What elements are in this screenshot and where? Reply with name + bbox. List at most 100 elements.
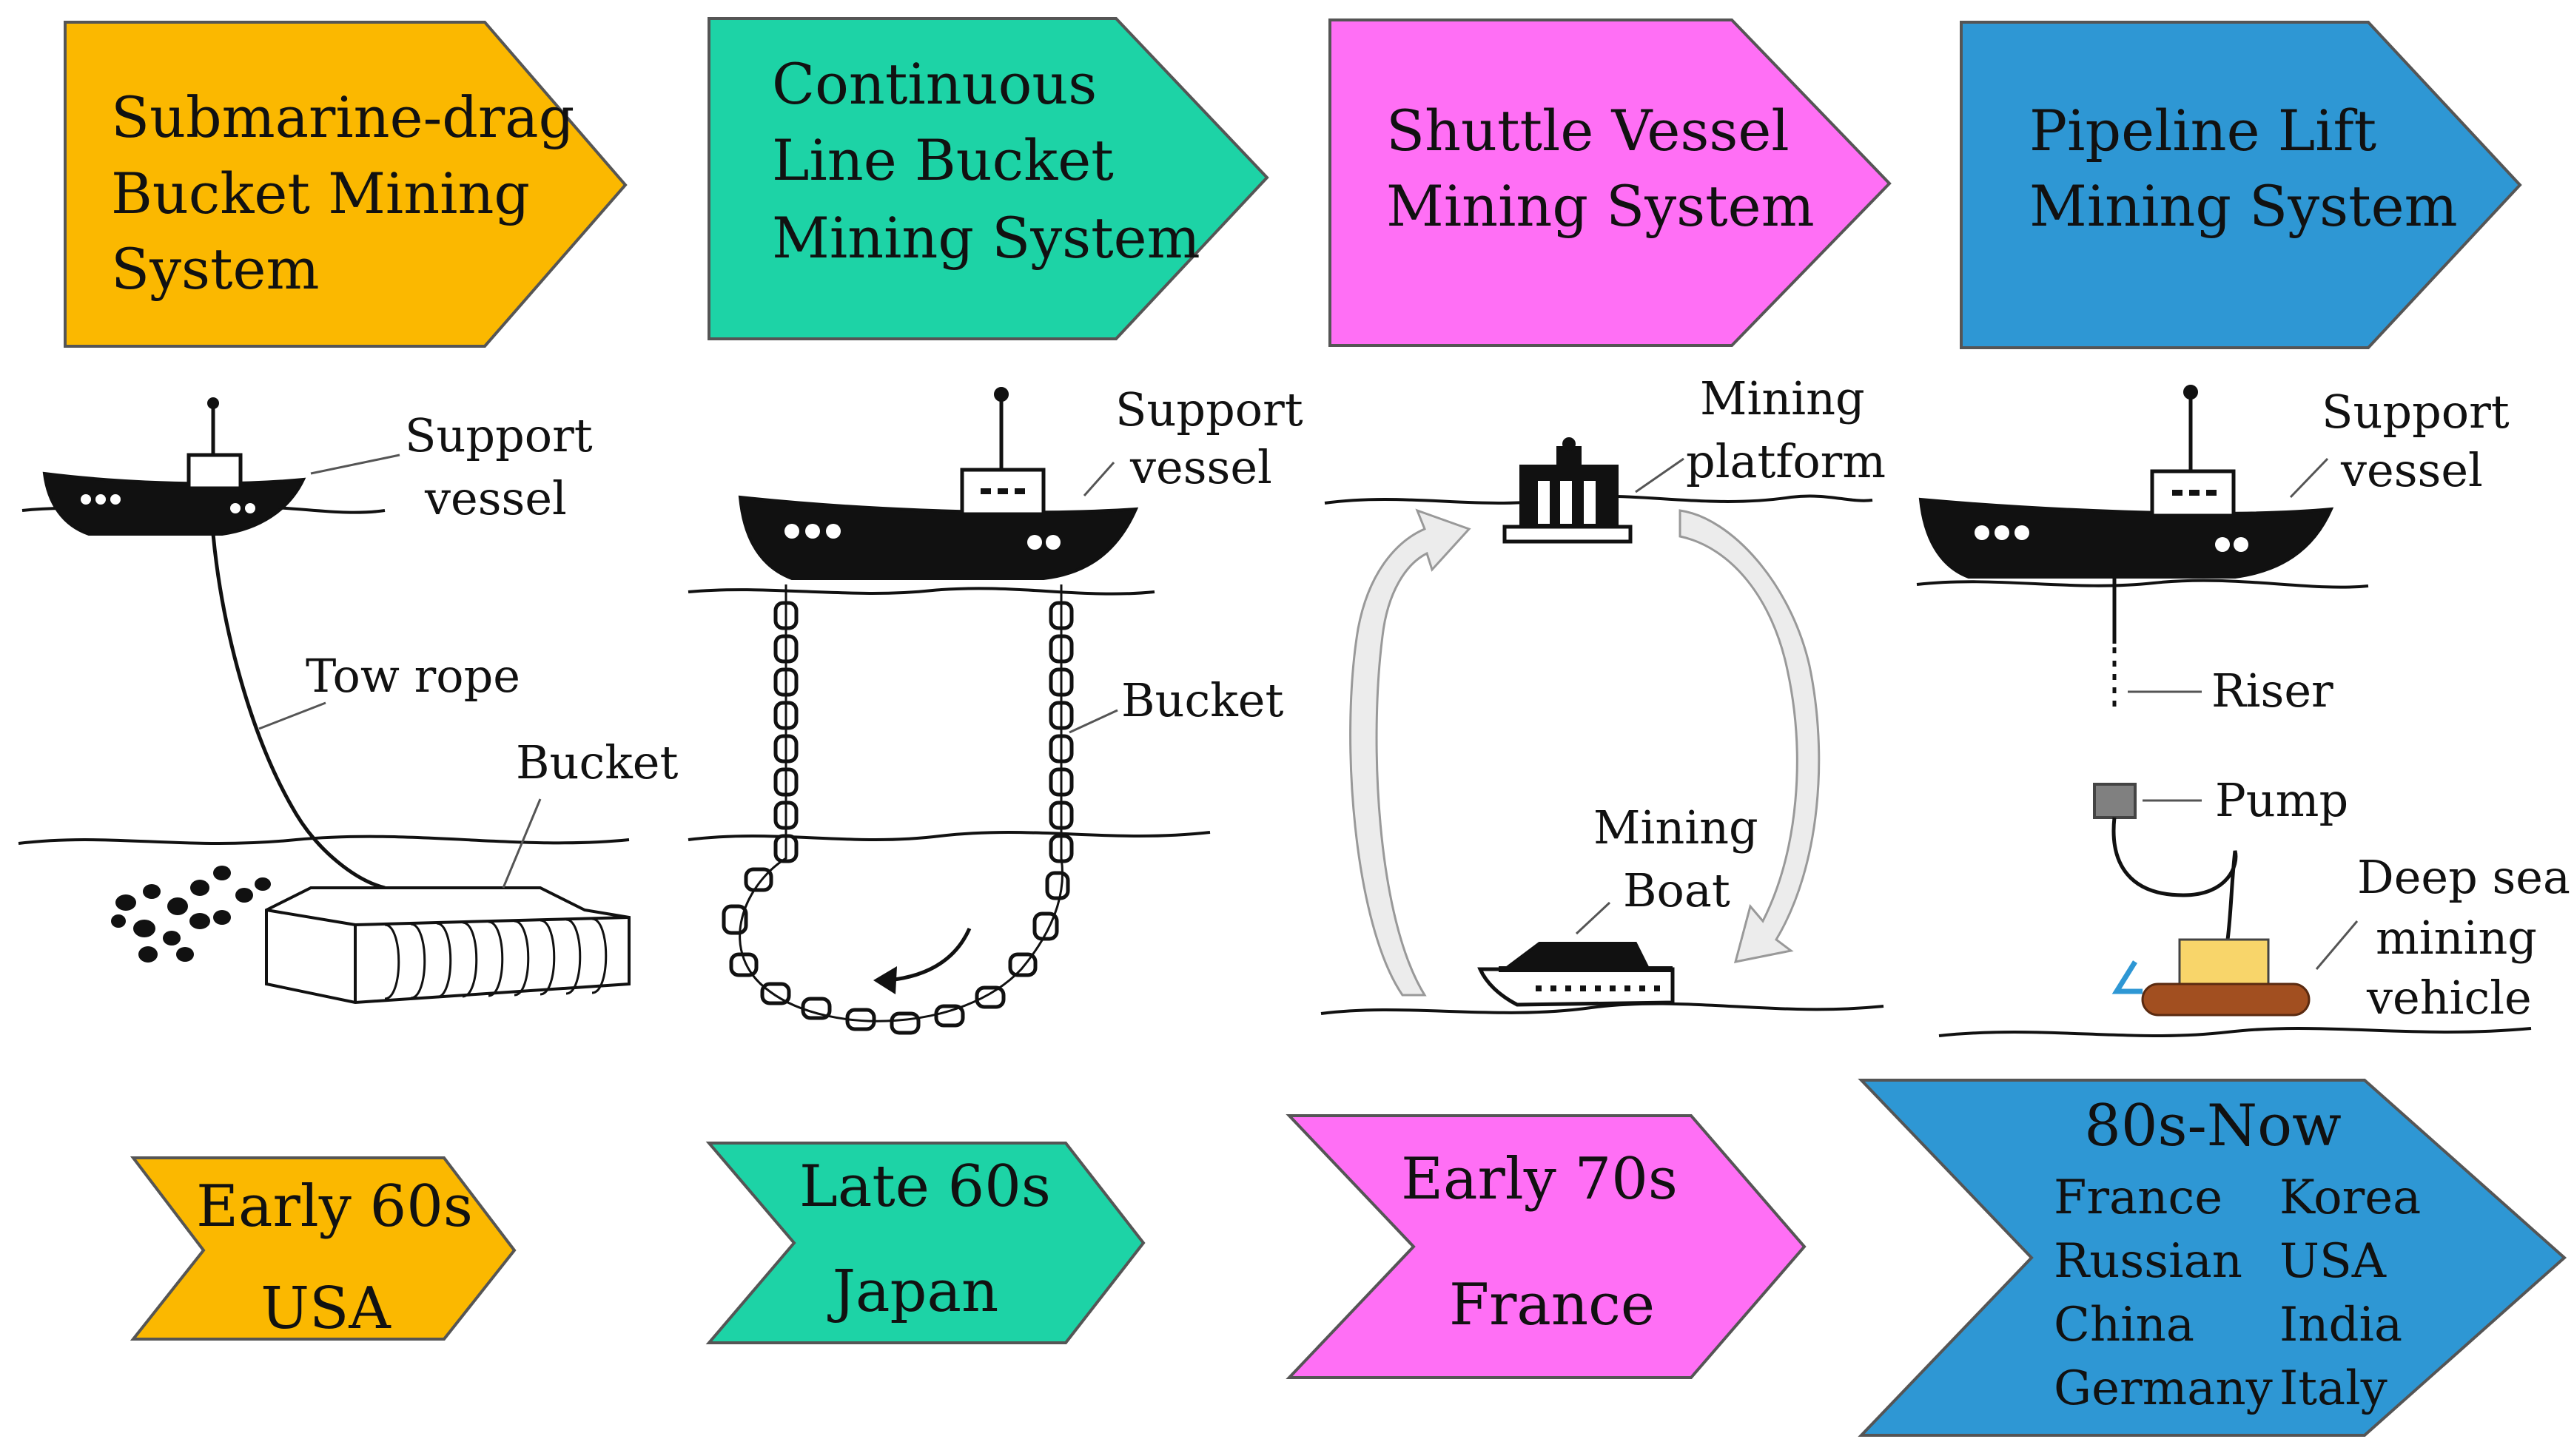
header-arrow-shape [64,21,628,348]
panel-continuous-line [688,387,1211,1035]
header-arrow-continuous-line: Continuous Line Bucket Mining System [708,17,1269,340]
era-label: Early 70s [1401,1146,1678,1213]
ship-hull [1918,497,2334,579]
bucket-ribs [384,917,608,1000]
porthole-group [1975,525,2248,552]
label-vessel: vessel [1129,440,1272,494]
seabed-line [18,835,630,845]
header-arrow-shape [1960,21,2522,349]
era-chevron-early-60s: Early 60s USA [130,1156,517,1342]
ship-hull [738,495,1139,580]
era-label: Late 60s [799,1153,1051,1220]
tow-rope [211,533,386,890]
label-support: Support [1115,382,1303,437]
country-item: France [2054,1170,2222,1225]
boat-hull [1477,967,1675,1007]
era-chevron-shape [130,1156,517,1341]
bucket-edge [266,909,356,926]
label-vessel: vessel [424,471,567,525]
platform-light [1562,437,1576,451]
vehicle-body [2178,938,2270,993]
bucket-edge [354,916,630,926]
rotation-arrowhead [873,966,897,994]
label-mining: Mining [1593,801,1758,855]
label-deep-sea: Deep sea [2357,850,2570,904]
cabin-windows [981,488,1025,494]
era-label: 80s-Now [2084,1093,2342,1159]
country-item: USA [2279,1234,2387,1289]
label-vessel: vessel [2340,443,2483,497]
porthole-group [784,524,1061,550]
country-item: Korea [2279,1170,2421,1225]
label-platform: platform [1686,434,1886,488]
platform-windows [1538,481,1596,524]
era-country: France [1449,1272,1655,1338]
leader-line [310,454,400,475]
seabed-line [1938,1027,2532,1037]
mast-top [2183,385,2198,400]
label-mining: Mining [1700,371,1865,425]
mast-top [994,387,1009,402]
boat-portholes [1536,985,1660,991]
era-chevron-shape [1858,1079,2567,1437]
rotation-arrow [887,927,972,983]
era-chevron-shape [705,1142,1146,1344]
panel-submarine-drag [18,397,631,1005]
leader-line [1069,709,1118,734]
seabed-line [688,831,1211,841]
era-chevron-shape [1286,1114,1807,1379]
header-title-line: Line Bucket [772,127,1114,193]
leader-line [258,701,326,730]
pump [2093,783,2137,819]
nodules [111,866,271,963]
label-pump: Pump [2215,773,2348,827]
label-mining: mining [2376,911,2537,965]
bucket-chain [722,601,1074,1035]
panel-shuttle-vessel [1320,437,1884,1015]
country-item: Italy [2279,1361,2387,1416]
header-title-line: Shuttle Vessel [1386,98,1790,164]
label-tow-rope: Tow rope [306,649,520,703]
header-title-line: Mining System [2029,173,2458,239]
country-item: India [2279,1298,2402,1352]
vehicle-collector [2111,960,2143,994]
country-item: Germany [2054,1361,2273,1416]
era-country: USA [261,1275,392,1342]
cycle-arrow-up [1349,508,1471,997]
header-arrow-shape [1328,18,1892,347]
panel-pipeline-lift [1916,385,2532,1037]
platform-base [1502,525,1633,544]
chain-line [739,584,1064,1022]
header-arrow-shuttle-vessel: Shuttle Vessel Mining System [1328,18,1892,347]
leader-line [2289,457,2329,499]
leader-line [1635,457,1684,493]
water-surface-line [1916,579,2369,589]
header-arrow-pipeline-lift: Pipeline Lift Mining System [1960,21,2522,349]
leader-line [2315,920,2359,970]
label-vehicle: vehicle [2366,971,2532,1025]
era-country: Japan [827,1258,998,1325]
cycle-arrow-down [1679,509,1821,963]
era-chevron-early-70s: Early 70s France [1286,1114,1807,1379]
label-support: Support [405,408,593,462]
era-chevron-late-60s: Late 60s Japan [705,1142,1146,1344]
boat-deck [1505,942,1650,967]
leader-line [1575,901,1611,935]
leader-line [502,798,542,889]
seabed-line [1320,1002,1884,1015]
water-surface-line [688,587,1155,596]
flexible-hose [2111,817,2238,940]
porthole-group [81,494,255,513]
label-boat: Boat [1623,863,1730,917]
label-bucket: Bucket [1121,673,1283,727]
label-support: Support [2322,385,2510,439]
vehicle-tracks [2141,983,2311,1017]
header-title-line: Pipeline Lift [2029,98,2376,164]
cabin-windows [2172,490,2217,496]
header-arrow-submarine-drag: Submarine-drag Bucket Mining System [64,21,628,348]
era-chevron-80s-now: 80s-Now France Korea Russian USA China I… [1858,1079,2567,1437]
header-title-line: Mining System [1386,173,1815,239]
label-riser: Riser [2211,664,2333,718]
